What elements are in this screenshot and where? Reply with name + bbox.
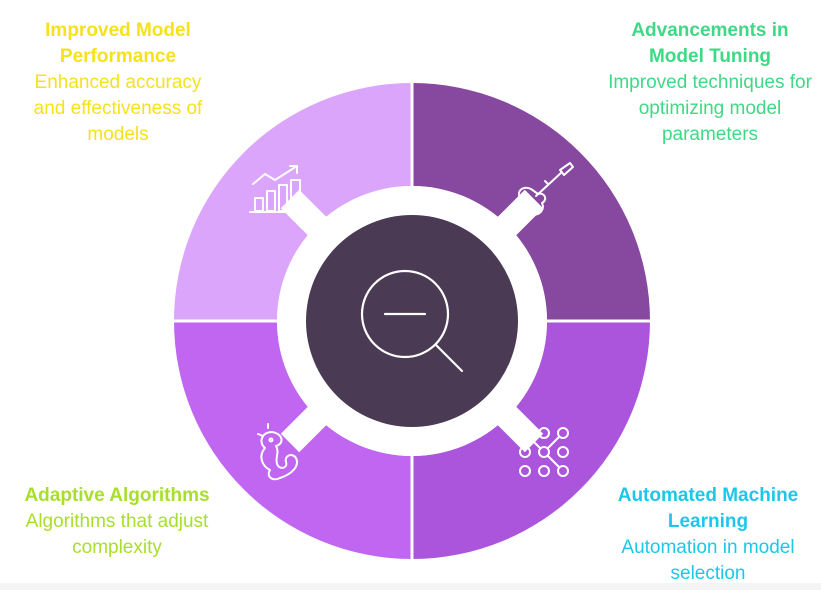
center-hub xyxy=(306,215,518,427)
segment-title: Automated Machine Learning xyxy=(617,485,799,532)
magnifier-minus-icon xyxy=(360,269,464,373)
guitar-icon xyxy=(517,162,574,216)
dot-grid-network-icon xyxy=(519,427,569,477)
segment-description: Enhanced accuracy and effectiveness of m… xyxy=(33,72,203,145)
bottom-edge-bar xyxy=(0,583,821,590)
label-adaptive-algorithms: Adaptive Algorithms Algorithms that adju… xyxy=(24,483,210,561)
segment-description: Automation in model selection xyxy=(621,537,795,584)
segment-title: Advancements in Model Tuning xyxy=(631,20,789,67)
segment-description: Improved techniques for optimizing model… xyxy=(608,72,812,145)
segment-title: Adaptive Algorithms xyxy=(24,485,210,506)
segment-title: Improved Model Performance xyxy=(45,20,191,67)
bar-chart-trend-icon xyxy=(249,165,306,213)
label-automated-ml: Automated Machine Learning Automation in… xyxy=(608,483,808,587)
seahorse-icon xyxy=(257,423,298,481)
label-improved-model-performance: Improved Model Performance Enhanced accu… xyxy=(20,18,216,148)
segment-description: Algorithms that adjust complexity xyxy=(25,511,209,558)
label-model-tuning: Advancements in Model Tuning Improved te… xyxy=(604,18,816,148)
